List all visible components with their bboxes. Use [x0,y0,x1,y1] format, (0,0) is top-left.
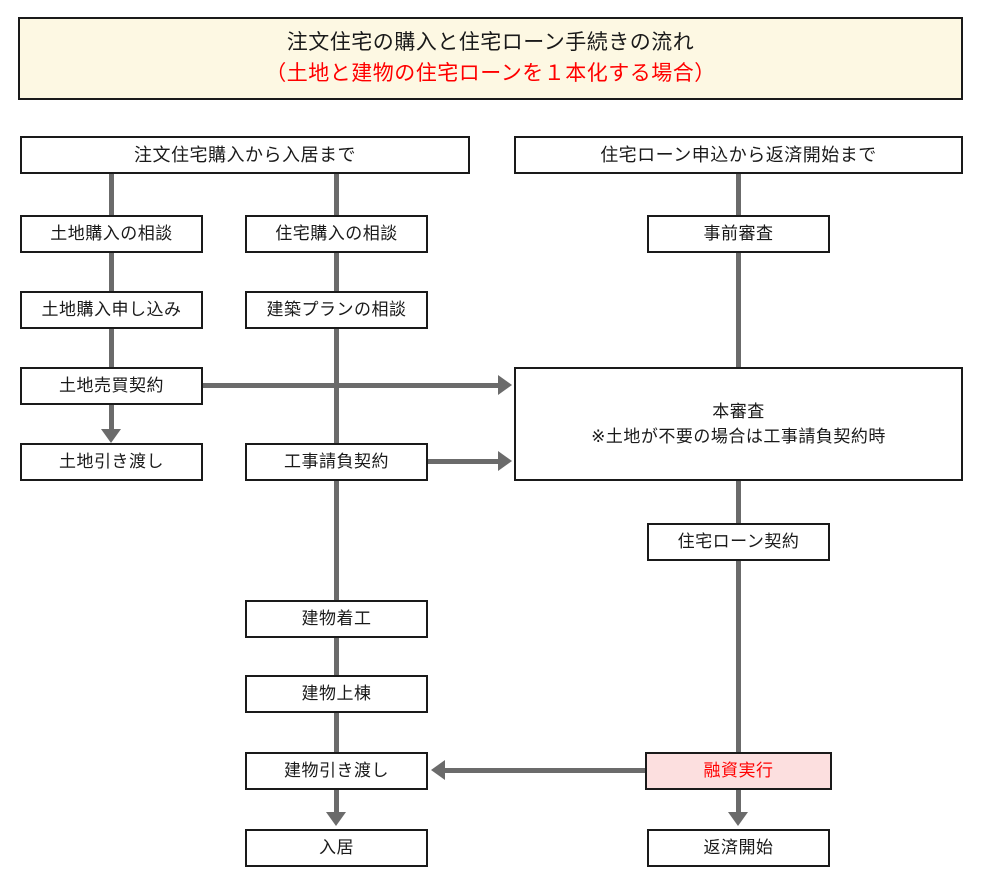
node-framing-complete: 建物上棟 [245,675,428,713]
arrowhead-construction-contract-to-main-screening [498,451,512,471]
connector-main-screening-to-loan-contract [736,479,741,527]
node-pre-screening-label: 事前審査 [703,224,774,244]
node-repayment-start-label: 返済開始 [703,838,774,858]
connector-left-header-to-land-consult [109,174,114,219]
arrowhead-loan-execution-to-building-handover [431,760,445,780]
arrowhead-sale-contract-to-handover [101,429,121,443]
node-pre-screening: 事前審査 [647,215,830,253]
node-land-application: 土地購入申し込み [20,291,203,329]
node-construction-contract-label: 工事請負契約 [284,452,389,472]
node-move-in-label: 入居 [319,838,354,858]
node-construction-contract: 工事請負契約 [245,443,428,481]
node-land-consult-label: 土地購入の相談 [50,224,173,244]
node-building-handover: 建物引き渡し [245,752,428,790]
connector-plan-to-construction-contract [334,327,339,447]
node-land-handover-label: 土地引き渡し [59,452,164,472]
node-construction-start-label: 建物着工 [301,609,372,629]
connector-start-to-framing [334,636,339,679]
node-main-screening-note: ※土地が不要の場合は工事請負契約時 [591,427,886,446]
right-column-header: 住宅ローン申込から返済開始まで [514,136,963,174]
connector-right-header-to-pre-screening [736,174,741,219]
node-loan-execution-label: 融資実行 [703,761,774,781]
left-column-header-label: 注文住宅購入から入居まで [134,144,356,165]
left-column-header: 注文住宅購入から入居まで [20,136,470,174]
node-house-consult: 住宅購入の相談 [245,215,428,253]
connector-loan-execution-to-building-handover [445,768,645,773]
connector-land-application-to-sale-contract [109,327,114,371]
connector-framing-to-building-handover [334,711,339,756]
connector-sale-contract-to-main-screening [203,383,499,388]
diagram-title-primary: 注文住宅の購入と住宅ローン手続きの流れ [286,31,695,55]
node-building-handover-label: 建物引き渡し [284,761,389,781]
node-main-screening: 本審査 ※土地が不要の場合は工事請負契約時 [514,367,963,481]
node-loan-contract-label: 住宅ローン契約 [677,532,800,552]
node-land-sale-contract-label: 土地売買契約 [59,376,164,396]
node-plan-consult: 建築プランの相談 [245,291,428,329]
node-house-consult-label: 住宅購入の相談 [275,224,398,244]
arrowhead-building-handover-to-move-in [326,812,346,826]
diagram-title-secondary: （土地と建物の住宅ローンを１本化する場合） [265,61,716,85]
connector-building-handover-to-move-in [334,788,339,815]
connector-house-consult-to-plan [334,251,339,296]
node-main-screening-title: 本審査 [712,401,765,421]
connector-sale-contract-to-handover [109,403,114,433]
node-loan-contract: 住宅ローン契約 [647,523,830,561]
node-repayment-start: 返済開始 [647,829,830,867]
connector-loan-execution-to-repayment [736,788,741,815]
node-land-handover: 土地引き渡し [20,443,203,481]
diagram-title-banner: 注文住宅の購入と住宅ローン手続きの流れ （土地と建物の住宅ローンを１本化する場合… [18,17,963,100]
node-land-consult: 土地購入の相談 [20,215,203,253]
connector-construction-contract-to-start [334,479,339,604]
node-framing-complete-label: 建物上棟 [301,684,372,704]
connector-pre-screening-to-main-screening [736,251,741,371]
node-land-application-label: 土地購入申し込み [41,300,182,320]
right-column-header-label: 住宅ローン申込から返済開始まで [600,144,877,165]
node-plan-consult-label: 建築プランの相談 [266,300,407,320]
connector-land-consult-to-application [109,251,114,296]
node-move-in: 入居 [245,829,428,867]
node-construction-start: 建物着工 [245,600,428,638]
connector-construction-contract-to-main-screening [428,459,499,464]
connector-loan-contract-to-loan-execution [736,559,741,756]
connector-left-header-to-house-consult [334,174,339,219]
arrowhead-loan-execution-to-repayment [728,812,748,826]
node-land-sale-contract: 土地売買契約 [20,367,203,405]
arrowhead-sale-contract-to-main-screening [498,375,512,395]
node-loan-execution: 融資実行 [645,752,832,790]
